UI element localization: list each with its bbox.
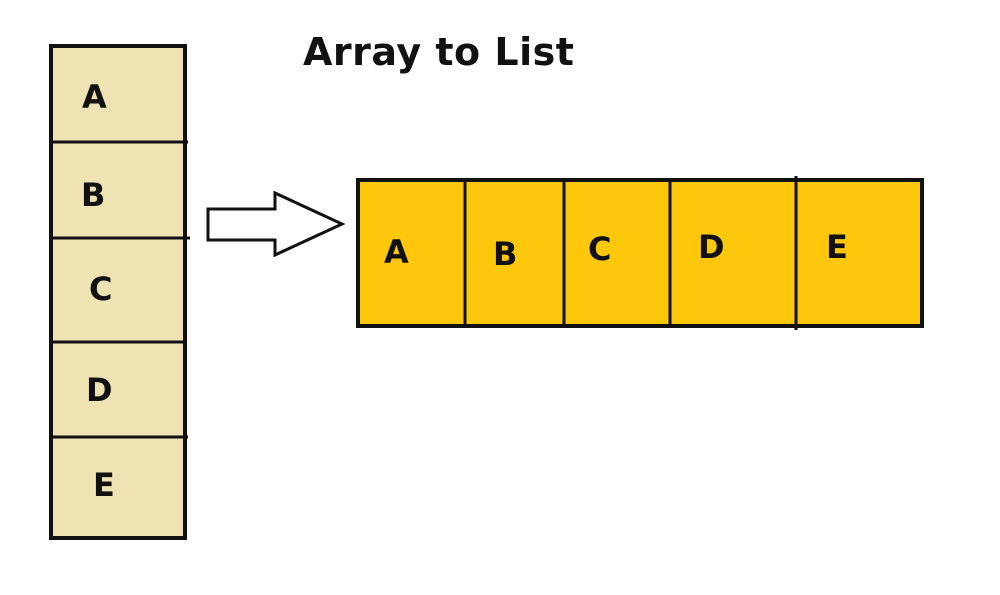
- array-cell-label: E: [93, 466, 115, 504]
- right-arrow-icon: [206, 190, 346, 258]
- array-background: [49, 44, 187, 540]
- list-row: A B C D E: [356, 176, 924, 330]
- list-cell-label: E: [826, 228, 848, 266]
- array-cell-label: D: [86, 371, 113, 409]
- array-cell-label: B: [81, 176, 105, 214]
- diagram-title: Array to List: [303, 30, 575, 74]
- array-column: A B C D E: [49, 44, 190, 540]
- array-cell-label: A: [82, 78, 107, 116]
- list-cell-label: A: [384, 233, 409, 271]
- array-cell-label: C: [89, 270, 112, 308]
- list-background: [356, 178, 924, 328]
- list-cell-label: D: [698, 228, 725, 266]
- list-cell-label: B: [493, 235, 517, 273]
- list-cell-label: C: [588, 230, 611, 268]
